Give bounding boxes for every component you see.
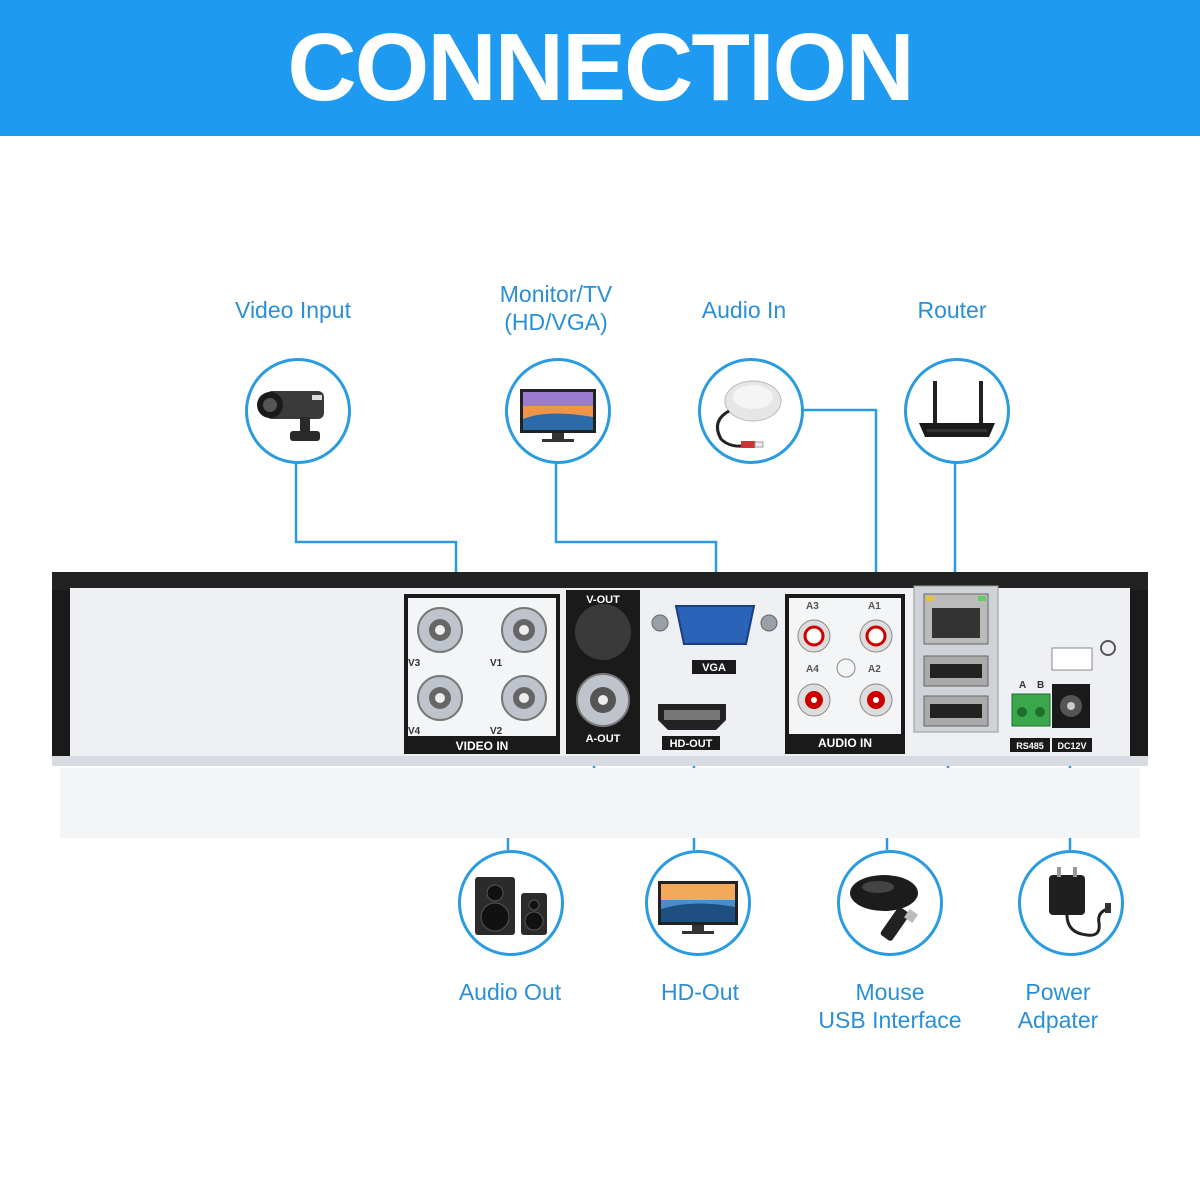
line-audio-in [802,408,878,598]
circle-audio-in [698,358,804,464]
circle-router [904,358,1010,464]
label-audio-out: Audio Out [458,979,562,1005]
port-label-a-out: A-OUT [586,733,621,745]
tv-icon [658,881,738,934]
port-label-audio-in: AUDIO IN [818,736,872,750]
microphone-icon [715,380,782,448]
port-label-rs485-a: A [1019,680,1026,691]
label-video-input: Video Input [235,297,351,323]
port-label-a4: A4 [806,664,819,675]
port-label-vga: VGA [702,662,726,674]
port-label-v3: V3 [408,658,421,669]
port-label-rs485: RS485 [1016,741,1044,751]
port-label-hd-out: HD-OUT [670,738,713,750]
label-power: Power Adpater [988,978,1128,1034]
title-banner [0,0,1200,136]
circle-audio-out [458,850,564,956]
port-label-v1: V1 [490,658,503,669]
label-monitor-line1: Monitor/TV [499,281,613,307]
circle-mouse [837,850,943,956]
line-video-input [294,462,458,598]
label-router: Router [917,297,987,323]
label-monitor-line2: (HD/VGA) [504,309,608,335]
label-mouse-line2: USB Interface [818,1007,962,1033]
banner-title: CONNECTION [287,14,914,121]
port-label-v2: V2 [490,726,503,737]
circle-monitor [505,358,611,464]
label-power-line1: Power [1025,979,1091,1005]
port-label-a1: A1 [868,601,881,612]
monitor-icon [520,389,596,442]
label-mouse: Mouse USB Interface [800,978,980,1034]
dvr-reflection [60,768,1140,838]
label-monitor: Monitor/TV (HD/VGA) [476,280,636,336]
power-adapter-icon [1049,867,1111,937]
router-icon [919,381,995,437]
circle-video-input [245,358,351,464]
label-mouse-line1: Mouse [855,979,925,1005]
port-label-rs485-b: B [1037,680,1044,691]
port-label-v-out: V-OUT [586,594,620,606]
cctv-camera-icon [257,391,324,441]
vout-port [575,604,631,660]
rca-ports [797,619,893,717]
port-label-a2: A2 [868,664,881,675]
port-label-video-in: VIDEO IN [456,739,509,753]
label-hd-out: HD-Out [661,979,739,1005]
mouse-usb-icon [850,875,918,941]
bnc-ports [417,607,547,721]
circle-power [1018,850,1124,956]
vga-port [674,605,756,645]
port-label-v4: V4 [408,726,421,737]
speakers-icon [475,877,547,935]
line-monitor [554,462,718,598]
label-audio-in: Audio In [701,297,787,323]
port-label-a3: A3 [806,601,819,612]
port-label-dc12v: DC12V [1057,741,1086,751]
label-power-line2: Adpater [1017,1007,1099,1033]
circle-hd-out [645,850,751,956]
